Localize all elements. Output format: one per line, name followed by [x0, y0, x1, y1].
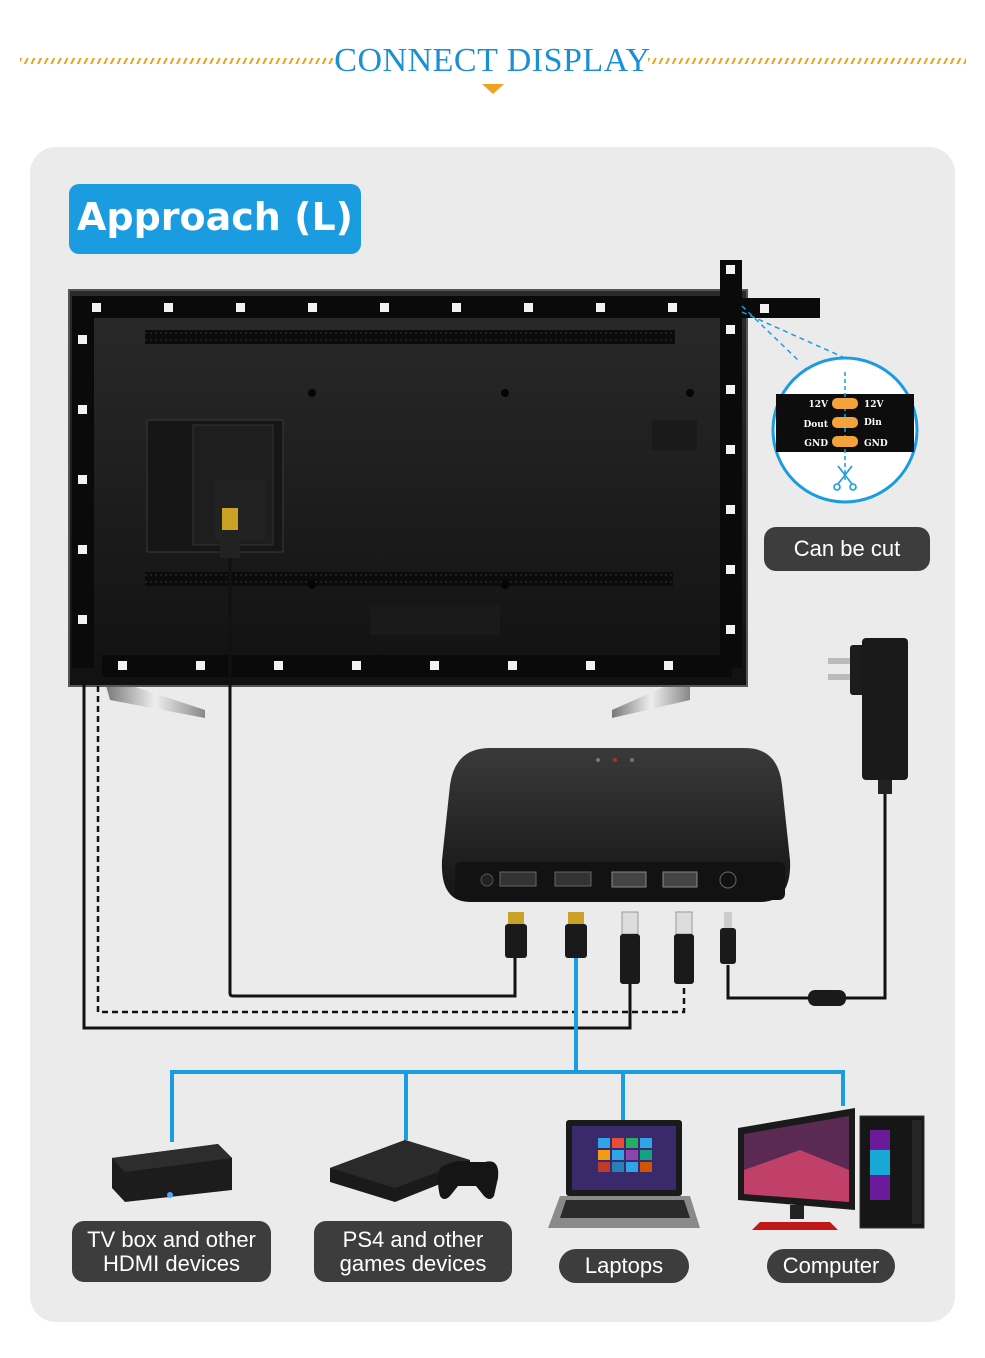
led-strip-top [72, 296, 742, 318]
hdmi-cable-tv [220, 508, 517, 998]
led-chip [78, 335, 87, 344]
led-chip [726, 505, 735, 514]
led-chip [352, 661, 361, 670]
tv-back [68, 289, 748, 687]
led-strip-bottom [102, 655, 732, 677]
led-chip [274, 661, 283, 670]
hdmi-plug-output [505, 912, 527, 958]
led-chip [380, 303, 389, 312]
scissors-icon [833, 465, 857, 491]
led-chip [726, 445, 735, 454]
tv-box-icon [112, 1144, 232, 1202]
right-ornament-line [648, 58, 966, 64]
tv-box-label: TV box and other HDMI devices [72, 1221, 271, 1282]
usb-plug-bottom [674, 911, 694, 984]
tv-stand-right [612, 682, 690, 718]
led-chip [164, 303, 173, 312]
laptop-icon [548, 1120, 700, 1228]
pin-label-right-3: GND [864, 439, 888, 449]
left-ornament-line [20, 58, 338, 64]
led-chip [668, 303, 677, 312]
approach-badge: Approach (L) [69, 184, 361, 254]
led-chip [760, 304, 769, 313]
led-chip [92, 303, 101, 312]
can-be-cut-label: Can be cut [764, 527, 930, 571]
sync-box [441, 748, 791, 902]
led-chip [78, 615, 87, 624]
led-chip [524, 303, 533, 312]
led-chip [78, 405, 87, 414]
page-title: CONNECT DISPLAY [334, 42, 651, 79]
led-chip [596, 303, 605, 312]
led-chip [726, 625, 735, 634]
led-chips [78, 265, 769, 670]
led-chip [726, 565, 735, 574]
led-chip [726, 325, 735, 334]
power-adapter-icon [726, 638, 908, 1006]
strip-zoom-callout: 12V Dout GND 12V Din GND [771, 356, 919, 504]
led-chip [586, 661, 595, 670]
hdmi-input-distribution [170, 958, 845, 1142]
pin-label-right-1: 12V [864, 400, 885, 410]
led-chip [196, 661, 205, 670]
led-chip [118, 661, 127, 670]
led-chip [236, 303, 245, 312]
ps4-label: PS4 and other games devices [314, 1221, 512, 1282]
dc-plug [720, 912, 736, 964]
down-arrow-icon [482, 84, 504, 94]
game-console-icon [330, 1140, 499, 1202]
desktop-computer-icon [738, 1108, 925, 1230]
section-header: CONNECT DISPLAY [0, 30, 985, 100]
hdmi-plug-input [565, 912, 587, 958]
usb-plug-side [620, 911, 640, 984]
led-chip [452, 303, 461, 312]
pin-label-left-1: 12V [808, 400, 829, 410]
led-chip [726, 265, 735, 274]
bottom-strip-cable [96, 676, 686, 1014]
led-chip [78, 545, 87, 554]
led-chip [726, 385, 735, 394]
led-chip [78, 475, 87, 484]
pin-label-right-2: Din [864, 418, 882, 428]
led-chip [508, 661, 517, 670]
led-chip [430, 661, 439, 670]
led-strip-left [72, 318, 94, 668]
led-chip [664, 661, 673, 670]
led-chip [308, 303, 317, 312]
computer-label: Computer [767, 1249, 895, 1283]
laptops-label: Laptops [559, 1249, 689, 1283]
pin-label-left-2: Dout [803, 420, 828, 430]
tv-stand-left [105, 682, 205, 718]
pin-label-left-3: GND [804, 439, 828, 449]
side-strip-cable [82, 676, 632, 1030]
